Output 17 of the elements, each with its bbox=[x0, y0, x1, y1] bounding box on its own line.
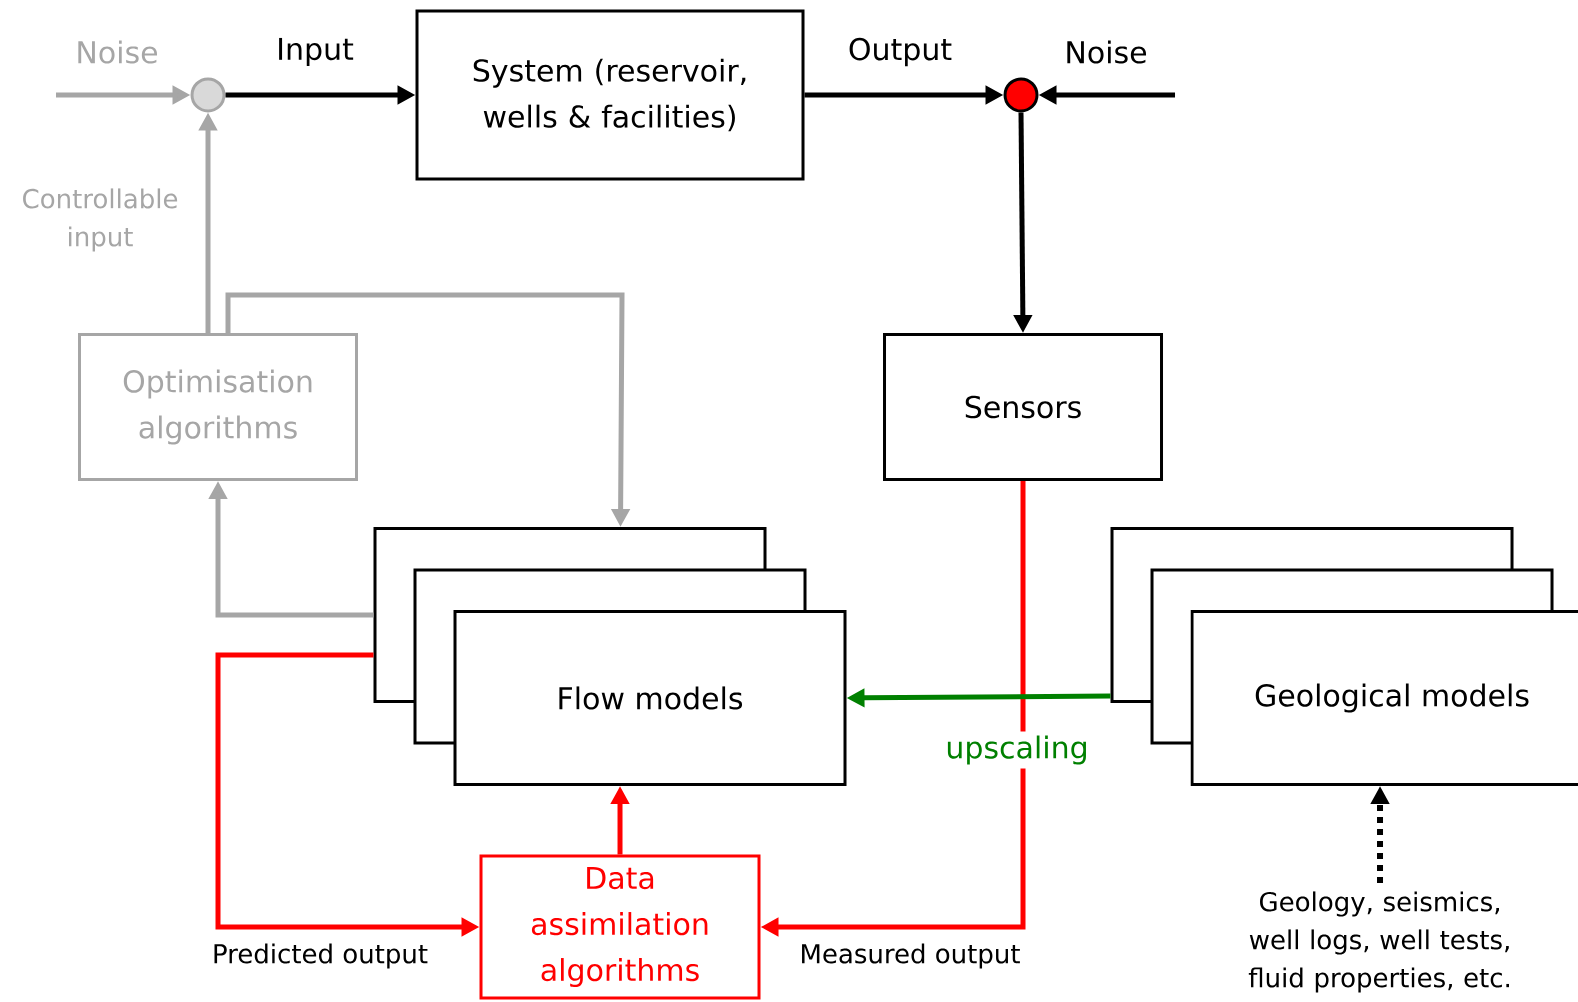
process-box: Optimisation algorithms bbox=[78, 333, 358, 481]
edge-label: Controllable input bbox=[1, 184, 199, 256]
stacked-boxes: Geological models bbox=[1110, 527, 1578, 786]
edge-label: Output bbox=[843, 33, 957, 71]
summing-junction bbox=[1003, 77, 1039, 113]
edge-label: Input bbox=[272, 33, 358, 71]
edge-label: Measured output bbox=[795, 939, 1025, 973]
process-box: Sensors bbox=[883, 333, 1163, 481]
system-box: System (reservoir, wells & facilities) bbox=[415, 9, 805, 181]
source-text: Geology, seismics, well logs, well tests, fluid properties, etc. bbox=[1248, 891, 1509, 993]
edge-label: Noise bbox=[1060, 36, 1152, 68]
edge-label: Noise bbox=[71, 36, 163, 68]
stacked-boxes: Flow models bbox=[373, 527, 847, 786]
edge-label: upscaling bbox=[941, 731, 1093, 769]
summing-junction bbox=[190, 77, 226, 113]
process-box: Data assimilation algorithms bbox=[479, 854, 761, 1000]
edge-label: Predicted output bbox=[207, 939, 433, 973]
